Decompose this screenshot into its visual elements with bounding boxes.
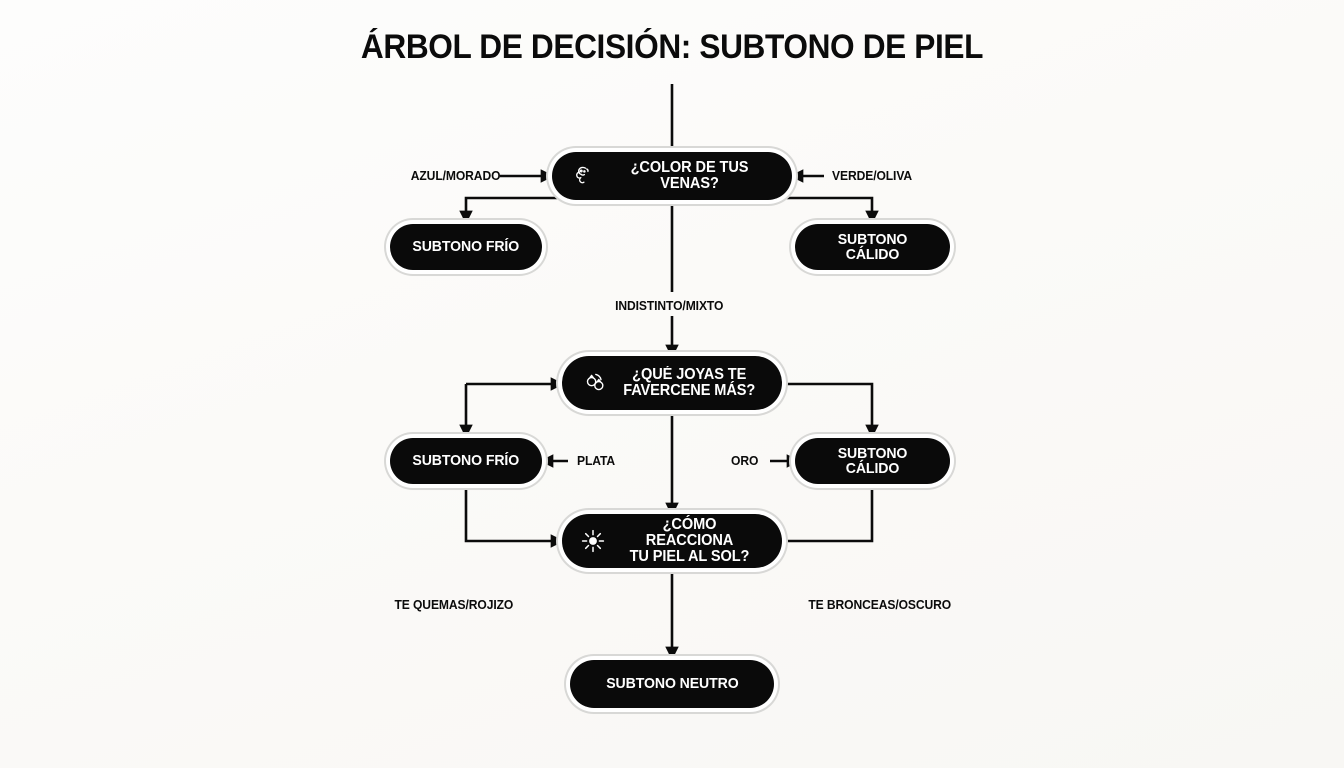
node-label: SUBTONO NEUTRO [605, 675, 739, 693]
node-label: SUBTONO CÁLIDO [837, 444, 908, 477]
node-label: SUBTONO FRÍO [412, 452, 520, 470]
node-label: ¿COLOR DE TUS VENAS? [630, 159, 749, 192]
edge-label-oro: ORO [731, 453, 759, 468]
node-subtono-frio-2[interactable]: SUBTONO FRÍO [390, 438, 542, 484]
wire-q2-to-r4 [782, 382, 879, 439]
edge-label-plata: PLATA [577, 453, 616, 468]
node-subtono-neutro[interactable]: SUBTONO NEUTRO [570, 660, 774, 708]
node-label: SUBTONO CÁLIDO [837, 230, 908, 263]
edge-label-azul-morado: AZUL/MORADO [410, 168, 501, 183]
node-color-venas[interactable]: ¿COLOR DE TUS VENAS? [552, 152, 792, 200]
wire-q1-to-r2 [772, 196, 879, 225]
node-label: ¿CÓMO REACCIONA TU PIEL AL SOL? [629, 516, 750, 565]
veins-icon [576, 166, 589, 184]
node-label: SUBTONO FRÍO [412, 238, 520, 256]
page-title: ÁRBOL DE DECISIÓN: SUBTONO DE PIEL [360, 28, 984, 66]
node-subtono-calido-1[interactable]: SUBTONO CÁLIDO [795, 224, 950, 270]
edge-label-te-bronceas: TE BRONCEAS/OSCURO [808, 597, 952, 612]
wire-r4-to-q3 [782, 486, 874, 543]
jewelry-icon [587, 373, 604, 391]
node-reaccion-sol[interactable]: ¿CÓMO REACCIONA TU PIEL AL SOL? [562, 514, 782, 568]
edge-label-verde-oliva: VERDE/OLIVA [832, 168, 913, 183]
edge-label-te-quemas: TE QUEMAS/ROJIZO [394, 597, 514, 612]
edge-label-indistinto-mixto: INDISTINTO/MIXTO [615, 298, 724, 313]
node-subtono-calido-2[interactable]: SUBTONO CÁLIDO [795, 438, 950, 484]
sun-icon [581, 529, 605, 553]
node-que-joyas[interactable]: ¿QUÉ JOYAS TE FAVERCENE MÁS? [562, 356, 782, 410]
node-subtono-frio-1[interactable]: SUBTONO FRÍO [390, 224, 542, 270]
node-label: ¿QUÉ JOYAS TE FAVERCENE MÁS? [623, 366, 756, 399]
wire-q1-to-r1 [459, 196, 572, 225]
wire-r3-to-q3 [464, 486, 565, 548]
